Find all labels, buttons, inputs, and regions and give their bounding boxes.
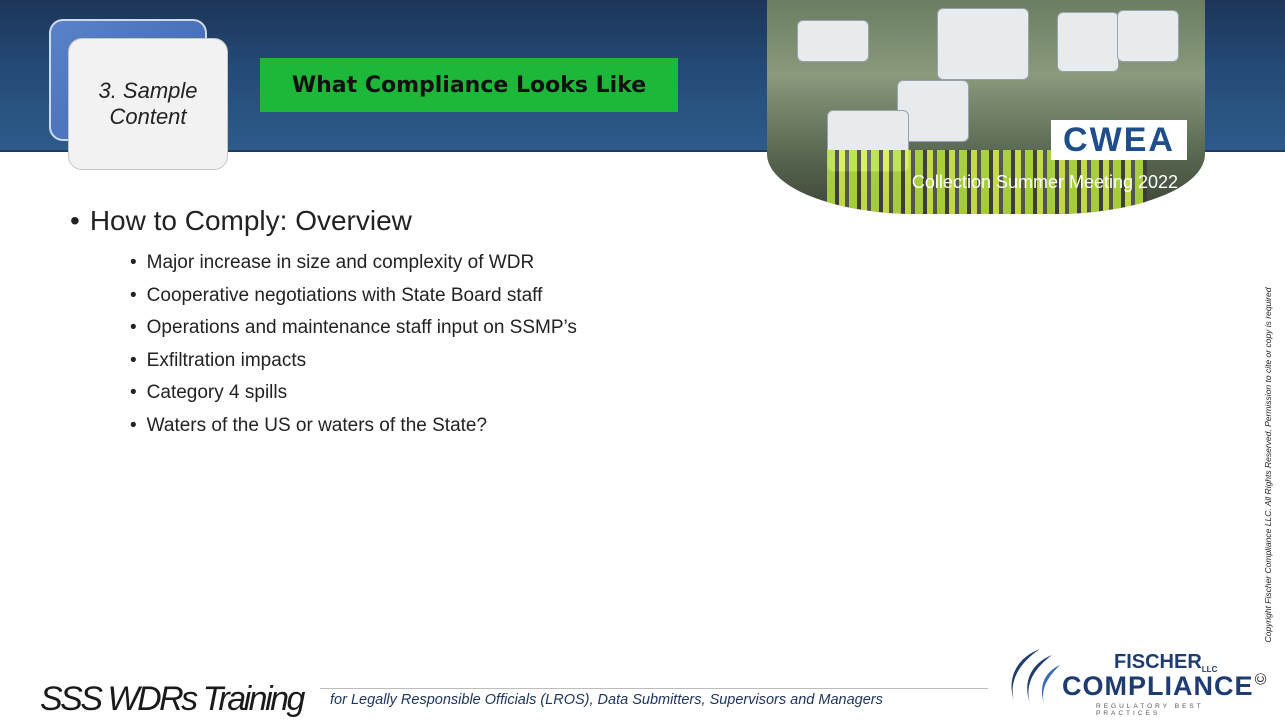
main-bullet: • How to Comply: Overview — [70, 205, 577, 237]
sub-bullet-text: Cooperative negotiations with State Boar… — [146, 284, 543, 306]
sub-bullet-text: Category 4 spills — [146, 382, 288, 403]
copyright-text: Copyright Fischer Compliance LLC. All Ri… — [1263, 287, 1273, 643]
bullet-mark: • — [130, 414, 137, 436]
crowd-image — [827, 150, 1147, 214]
logo-fischer-text: FISCHERLLC — [1114, 651, 1218, 674]
sub-bullet: • Major increase in size and complexity o… — [130, 247, 577, 280]
bullet-mark: • — [130, 317, 137, 338]
sub-bullet-text: Waters of the US or waters of the State? — [146, 414, 488, 436]
cwea-logo: CWEA — [1051, 120, 1187, 160]
sub-bullet-text: Operations and maintenance staff input o… — [146, 317, 577, 338]
meeting-name: Collection Summer Meeting 2022 — [911, 172, 1179, 192]
truck-image — [1057, 12, 1119, 72]
slide-title: What Compliance Looks Like — [291, 72, 647, 98]
bullet-mark: • — [130, 349, 137, 371]
sub-bullet: • Waters of the US or waters of the State… — [130, 410, 577, 443]
compliance-swoosh-icon — [1011, 649, 1060, 703]
header-divider — [0, 150, 1285, 152]
copyright-notice: Copyright Fischer Compliance LLC. All Ri… — [1253, 230, 1283, 700]
content-bullets: • How to Comply: Overview • Major increase… — [70, 205, 577, 442]
logo-compliance-text: COMPLIANCE — [1062, 671, 1254, 701]
footer-divider — [320, 688, 988, 689]
sub-bullet-text: Major increase in size and complexity of… — [146, 252, 535, 273]
section-tab: 3. Sample Content — [68, 38, 228, 170]
truck-image — [937, 8, 1029, 80]
section-label-line1: 3. Sample — [98, 78, 198, 103]
sub-bullet-list: • Major increase in size and complexity o… — [70, 247, 577, 442]
event-photo — [767, 0, 1205, 214]
cwea-logo-text: CWEA — [1063, 120, 1175, 159]
truck-image — [897, 80, 969, 142]
sub-bullet: • Category 4 spills — [130, 377, 577, 410]
footer-subtitle: for Legally Responsible Officials (LROS)… — [330, 692, 883, 708]
slide-title-box: What Compliance Looks Like — [260, 58, 678, 112]
bullet-mark: • — [130, 284, 137, 306]
main-bullet-text: How to Comply: Overview — [89, 205, 412, 236]
logo-llc-text: LLC — [1201, 665, 1218, 674]
section-label-line2: Content — [109, 104, 187, 129]
bullet-mark: • — [130, 382, 137, 403]
footer-title: SSS WDRs Training — [40, 680, 305, 718]
bullet-mark: • — [130, 252, 137, 273]
logo-tagline: REGULATORY BEST PRACTICES — [1096, 703, 1204, 717]
sub-bullet: • Operations and maintenance staff input … — [130, 312, 577, 345]
sub-bullet-text: Exfiltration impacts — [146, 349, 307, 371]
fischer-compliance-logo: FISCHERLLC COMPLIANCE REGULATORY BEST PR… — [1000, 645, 1270, 717]
truck-image — [1117, 10, 1179, 62]
sub-bullet: • Cooperative negotiations with State Boa… — [130, 280, 577, 313]
bullet-mark: • — [70, 205, 80, 236]
sub-bullet: • Exfiltration impacts — [130, 345, 577, 378]
truck-image — [797, 20, 869, 62]
